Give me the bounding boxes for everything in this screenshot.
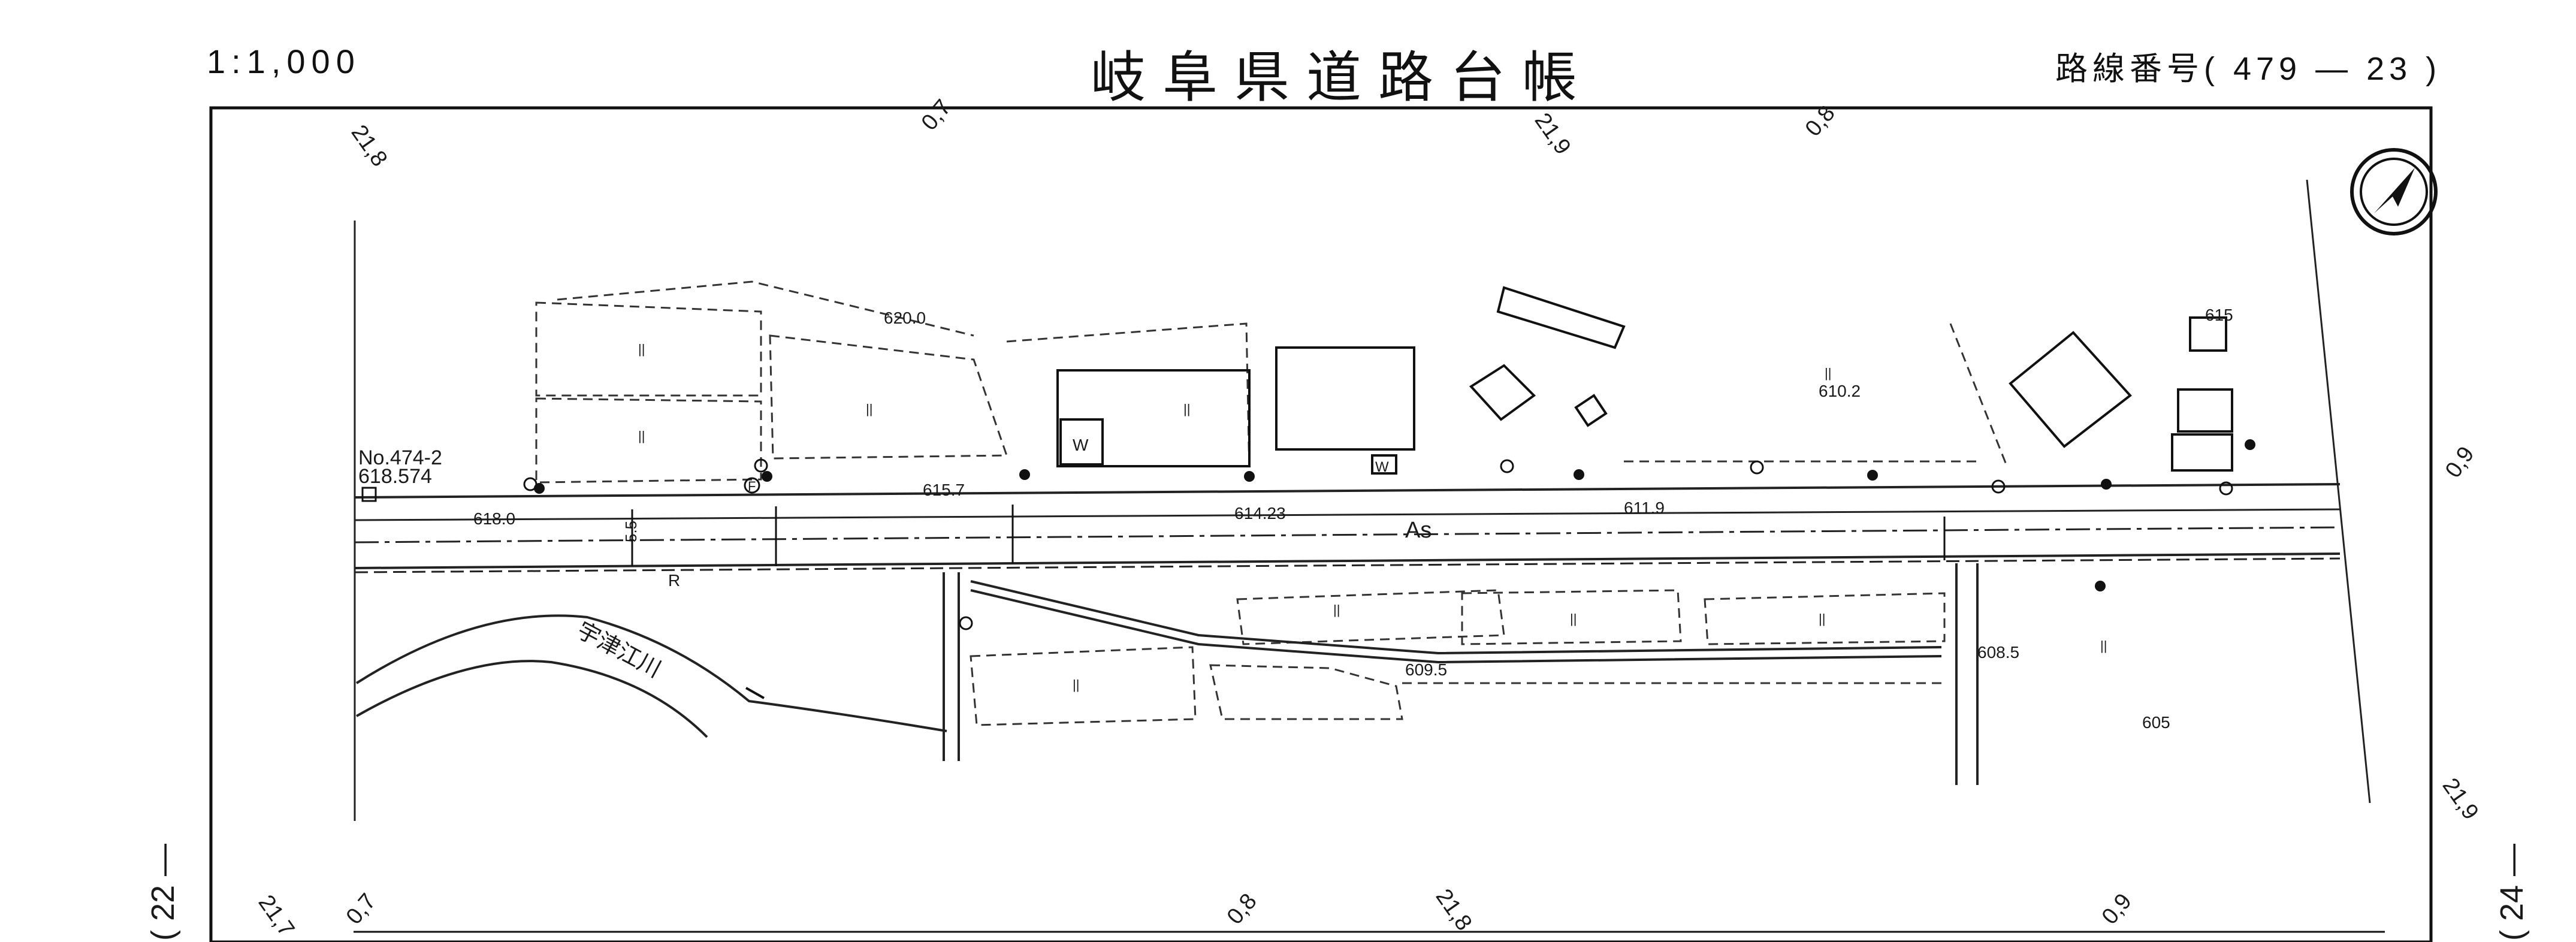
land-use-marks: || || || || || || || || || || (638, 342, 2107, 692)
elevation-label: 614.23 (1234, 504, 1286, 523)
svg-text:||: || (1819, 611, 1825, 626)
station-top-2: 0,7 (917, 95, 956, 135)
river-flow-arrow (745, 687, 765, 699)
fire-hydrant-symbol: F (748, 479, 756, 494)
road-surface-label: As (1405, 518, 1432, 543)
south-service-road (943, 563, 1979, 785)
station-bottom-4: 21,8 (1431, 884, 1477, 935)
hydrant-markers (523, 458, 2233, 630)
station-top-1: 21,8 (346, 120, 392, 171)
road-width-marker (631, 505, 1946, 566)
svg-text:||: || (638, 428, 645, 443)
road-lines (354, 179, 2371, 821)
station-right-2: 21,9 (2438, 774, 2484, 825)
station-bottom-5: 0,9 (2097, 889, 2137, 929)
svg-text:||: || (1073, 677, 1079, 692)
elevation-label: 608.5 (1977, 643, 2019, 662)
elevation-label: 620.0 (884, 309, 926, 327)
benchmark-elevation: 618.574 (358, 465, 432, 488)
benchmark-marker (361, 487, 377, 502)
road-width-label: 5.5 (622, 521, 640, 542)
svg-text:||: || (1333, 602, 1340, 617)
well-symbol: W (1375, 459, 1389, 475)
elevation-label: 615 (2205, 306, 2233, 324)
left-sheet-ref: ( 22 — (145, 844, 181, 941)
elevation-label: 609.5 (1405, 660, 1447, 679)
elevation-label: 611.9 (1624, 499, 1665, 517)
station-bottom-2: 0,7 (342, 889, 381, 929)
station-bottom-1: 21,7 (253, 890, 300, 941)
elevation-label: 610.2 (1819, 382, 1861, 400)
utility-poles (534, 439, 2255, 591)
svg-text:||: || (1825, 366, 1831, 381)
route-number: 路線番号( 479 — 23 ) (2055, 51, 2442, 87)
elevation-label: 618.0 (473, 509, 515, 528)
station-bottom-3: 0,8 (1222, 889, 1262, 929)
map-frame (209, 106, 2433, 942)
north-arrow-icon (2350, 148, 2438, 236)
svg-text:||: || (638, 342, 645, 357)
svg-text:||: || (2100, 638, 2107, 653)
right-sheet-ref: ( 24 — (2494, 844, 2530, 941)
river-banks (355, 614, 947, 738)
station-right-1: 0,9 (2441, 442, 2480, 482)
north-parcels (535, 280, 2009, 484)
south-parcels (970, 589, 1946, 726)
svg-text:||: || (1570, 611, 1577, 626)
svg-text:||: || (866, 401, 872, 416)
svg-text:||: || (1183, 401, 1190, 416)
elevation-label: 605 (2142, 713, 2170, 732)
station-top-3: 21,9 (1530, 108, 1576, 159)
buildings (1056, 286, 2233, 475)
elevation-label: 615.7 (923, 481, 965, 499)
map-scale: 1:1,000 (207, 43, 361, 80)
sheet-title: 岐阜県道路台帳 (1091, 46, 1594, 110)
benchmark-id: No.474-2 (358, 446, 442, 469)
river-mark: R (668, 571, 680, 590)
well-symbol: W (1073, 436, 1089, 454)
